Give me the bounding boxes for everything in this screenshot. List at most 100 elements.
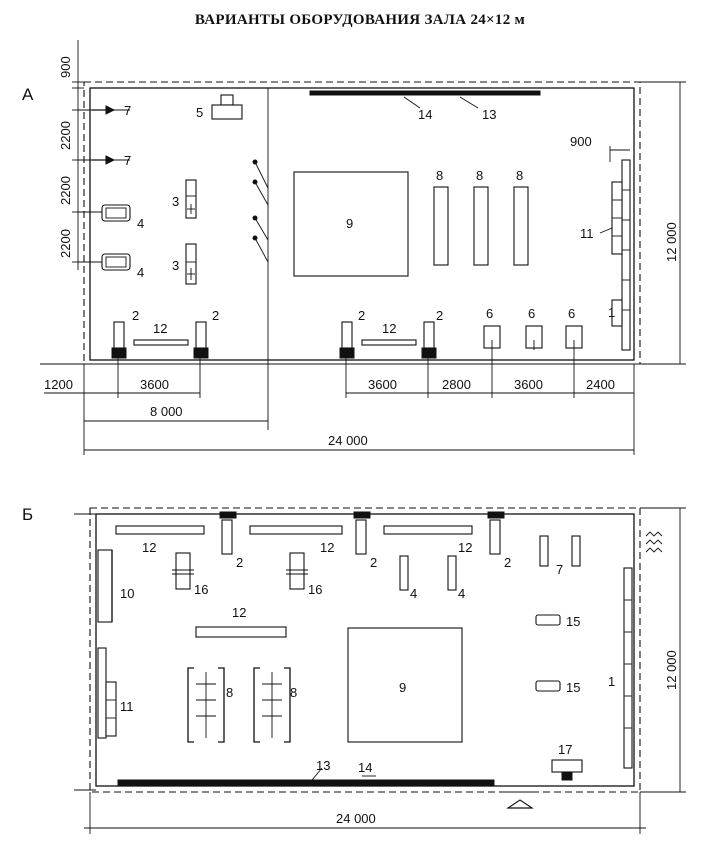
right-wall-equipment: 900 11 1 (570, 134, 631, 351)
label-2a: 2 (132, 308, 139, 323)
dim-2400: 2400 (586, 377, 615, 392)
entrance-symbol (645, 531, 663, 537)
dim-2200-3: 2200 (58, 229, 73, 258)
partition-net (252, 159, 269, 263)
top-row-equipment-b: 12 2 12 2 12 2 (115, 519, 511, 570)
label-b-8b: 8 (290, 685, 297, 700)
label-b-16b: 16 (308, 582, 322, 597)
label-b-7: 7 (556, 562, 563, 577)
label-b-2c: 2 (504, 555, 511, 570)
dim-900-top: 900 (58, 56, 73, 78)
dim-24000-a: 24 000 (328, 433, 368, 448)
label-b-4b: 4 (458, 586, 465, 601)
dim-900-right: 900 (570, 134, 592, 149)
items-13-14-wall: 14 13 (309, 90, 541, 122)
dim-24000-b: 24 000 (336, 811, 376, 826)
label-b-4a: 4 (410, 586, 417, 601)
item-7-targets: 7 7 (92, 103, 131, 168)
item-12-b-middle (195, 626, 287, 638)
left-dimensions: 900 2200 2200 2200 (58, 40, 130, 270)
label-b-15b: 15 (566, 680, 580, 695)
label-7b: 7 (124, 153, 131, 168)
label-b-11: 11 (120, 699, 134, 714)
label-9: 9 (346, 216, 353, 231)
items-13-14-b-wall: 13 14 (117, 758, 495, 786)
label-b-1: 1 (608, 674, 615, 689)
label-b-13: 13 (316, 758, 330, 773)
label-8c: 8 (516, 168, 523, 183)
dim-3600-a: 3600 (140, 377, 169, 392)
label-b-8a: 8 (226, 685, 233, 700)
item-1-b: 1 (608, 567, 633, 769)
label-1: 1 (608, 305, 615, 320)
label-b-16a: 16 (194, 582, 208, 597)
label-3a: 3 (172, 194, 179, 209)
item-6-equipment: 6 6 6 (483, 306, 583, 350)
item-10-b: 10 (97, 549, 134, 623)
label-6b: 6 (528, 306, 535, 321)
label-b-2a: 2 (236, 555, 243, 570)
item-4-b: 4 4 (399, 555, 465, 601)
label-13: 13 (482, 107, 496, 122)
label-b-12c: 12 (458, 540, 472, 555)
label-14: 14 (418, 107, 432, 122)
variant-a-plan: А 900 2200 2200 2200 (22, 40, 686, 455)
dim-2800: 2800 (442, 377, 471, 392)
label-6a: 6 (486, 306, 493, 321)
item-11-b: 11 (97, 647, 134, 739)
item-9-b-mat (347, 627, 463, 743)
item-4-equipment: 4 4 (101, 204, 144, 280)
item-3-equipment: 3 3 (172, 179, 197, 285)
label-12b: 12 (382, 321, 396, 336)
item-17-b: 17 (551, 742, 583, 781)
right-dimension-a: 12 000 (640, 81, 686, 365)
label-b-17: 17 (558, 742, 572, 757)
item-9-mat (293, 171, 409, 277)
door-symbol-b (500, 791, 536, 809)
item-15-b: 15 15 (535, 614, 580, 695)
label-b-9: 9 (399, 680, 406, 695)
label-8b: 8 (476, 168, 483, 183)
label-b-15a: 15 (566, 614, 580, 629)
label-4a: 4 (137, 216, 144, 231)
label-7a: 7 (124, 103, 131, 118)
label-6c: 6 (568, 306, 575, 321)
label-b-10: 10 (120, 586, 134, 601)
hall-a-walls (89, 87, 635, 361)
dim-3600-c: 3600 (514, 377, 543, 392)
label-11: 11 (580, 226, 594, 241)
dim-3600-b: 3600 (368, 377, 397, 392)
label-2b: 2 (212, 308, 219, 323)
label-b-12a: 12 (142, 540, 156, 555)
label-12a: 12 (153, 321, 167, 336)
right-dimension-b: 12 000 (640, 507, 686, 793)
variant-b-label: Б (22, 505, 33, 524)
figure-title: ВАРИАНТЫ ОБОРУДОВАНИЯ ЗАЛА 24×12 м (194, 12, 526, 28)
left-section-bottom-equipment: 2 2 12 (111, 308, 219, 359)
hall-b-boundary (89, 507, 641, 793)
wall-posts-b (219, 511, 505, 519)
dim-1200: 1200 (44, 377, 73, 392)
dim-8000: 8 000 (150, 404, 183, 419)
label-b-2b: 2 (370, 555, 377, 570)
item-16-b: 16 16 (172, 552, 322, 597)
label-b-12b: 12 (320, 540, 334, 555)
bottom-dimension-b: 24 000 (84, 792, 646, 834)
dim-12000-b: 12 000 (664, 650, 679, 690)
label-3b: 3 (172, 258, 179, 273)
variant-a-label: А (22, 85, 34, 104)
label-2d: 2 (436, 308, 443, 323)
label-b-12d: 12 (232, 605, 246, 620)
dim-2200-2: 2200 (58, 176, 73, 205)
label-b-14: 14 (358, 760, 372, 775)
item-5-equipment: 5 (196, 94, 243, 120)
label-2c: 2 (358, 308, 365, 323)
label-4b: 4 (137, 265, 144, 280)
variant-b-plan: Б 12 2 12 2 12 2 (22, 505, 686, 834)
item-7-b: 7 (539, 535, 581, 577)
label-8a: 8 (436, 168, 443, 183)
item-8-benches: 8 8 8 (433, 168, 529, 266)
bottom-dimensions-a: 1200 3600 3600 2800 3600 2400 8 000 24 0… (40, 350, 640, 455)
dim-2200-1: 2200 (58, 121, 73, 150)
